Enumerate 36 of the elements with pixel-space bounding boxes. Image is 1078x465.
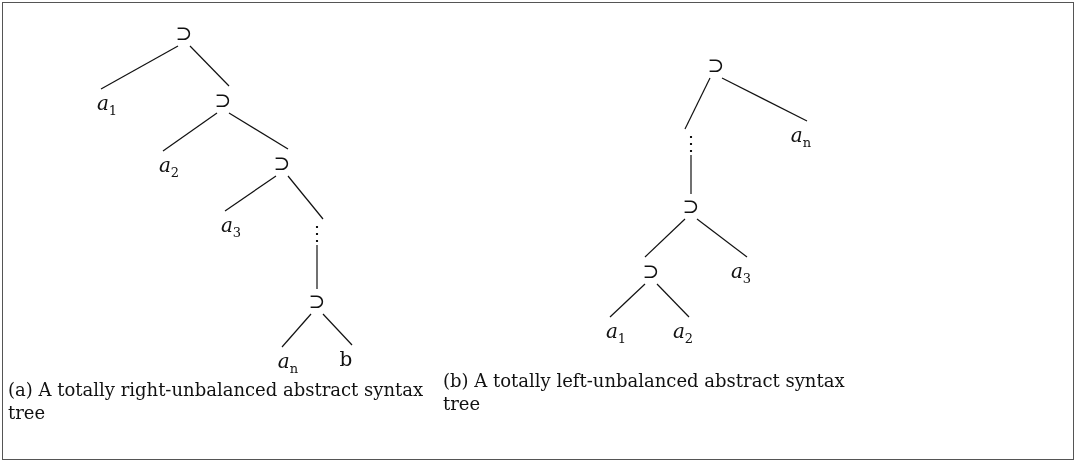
tree-branch-line [224,175,277,212]
tree-branch-line [316,244,318,290]
tree-branch-line [696,218,748,258]
tree-branch-line [189,45,230,87]
tree-node-label: a$_{2}$ [666,317,700,345]
tree-node-label: ⊃ [265,149,299,177]
tree-branch-line [100,45,179,90]
tree-node-label: ⋮ [674,129,708,157]
tree-node-label: a$_{n}$ [784,121,818,149]
tree-node-label: a$_{n}$ [271,347,305,375]
tree-node-label: a$_{1}$ [90,89,124,117]
tree-branch-line [281,313,312,348]
tree-node-label: ⊃ [634,257,668,285]
tree-node-label: b [329,345,363,373]
tree-node-label: ⊃ [206,86,240,114]
figure-caption: (b) A totally left-unbalanced abstract syntax tree [443,369,846,415]
tree-branch-line [721,77,808,122]
tree-node-label: ⊃ [167,19,201,47]
tree-branch-line [644,218,686,258]
tree-node-label: a$_{3}$ [214,211,248,239]
tree-branch-line [228,112,289,150]
tree-node-label: ⊃ [674,192,708,220]
figure-caption: (a) A totally right-unbalanced abstract syntax tree [8,378,425,424]
tree-node-label: a$_{3}$ [724,257,758,285]
tree-node-label: a$_{2}$ [152,151,186,179]
tree-branch-line [690,154,692,195]
tree-node-label: ⊃ [699,51,733,79]
tree-branch-line [287,175,324,220]
tree-branch-line [656,283,690,318]
tree-node-label: a$_{1}$ [599,317,633,345]
tree-branch-line [684,77,711,130]
tree-node-label: ⊃ [300,287,334,315]
tree-branch-line [162,112,218,152]
tree-branch-line [322,313,353,346]
tree-branch-line [609,283,646,318]
tree-node-label: ⋮ [300,219,334,247]
